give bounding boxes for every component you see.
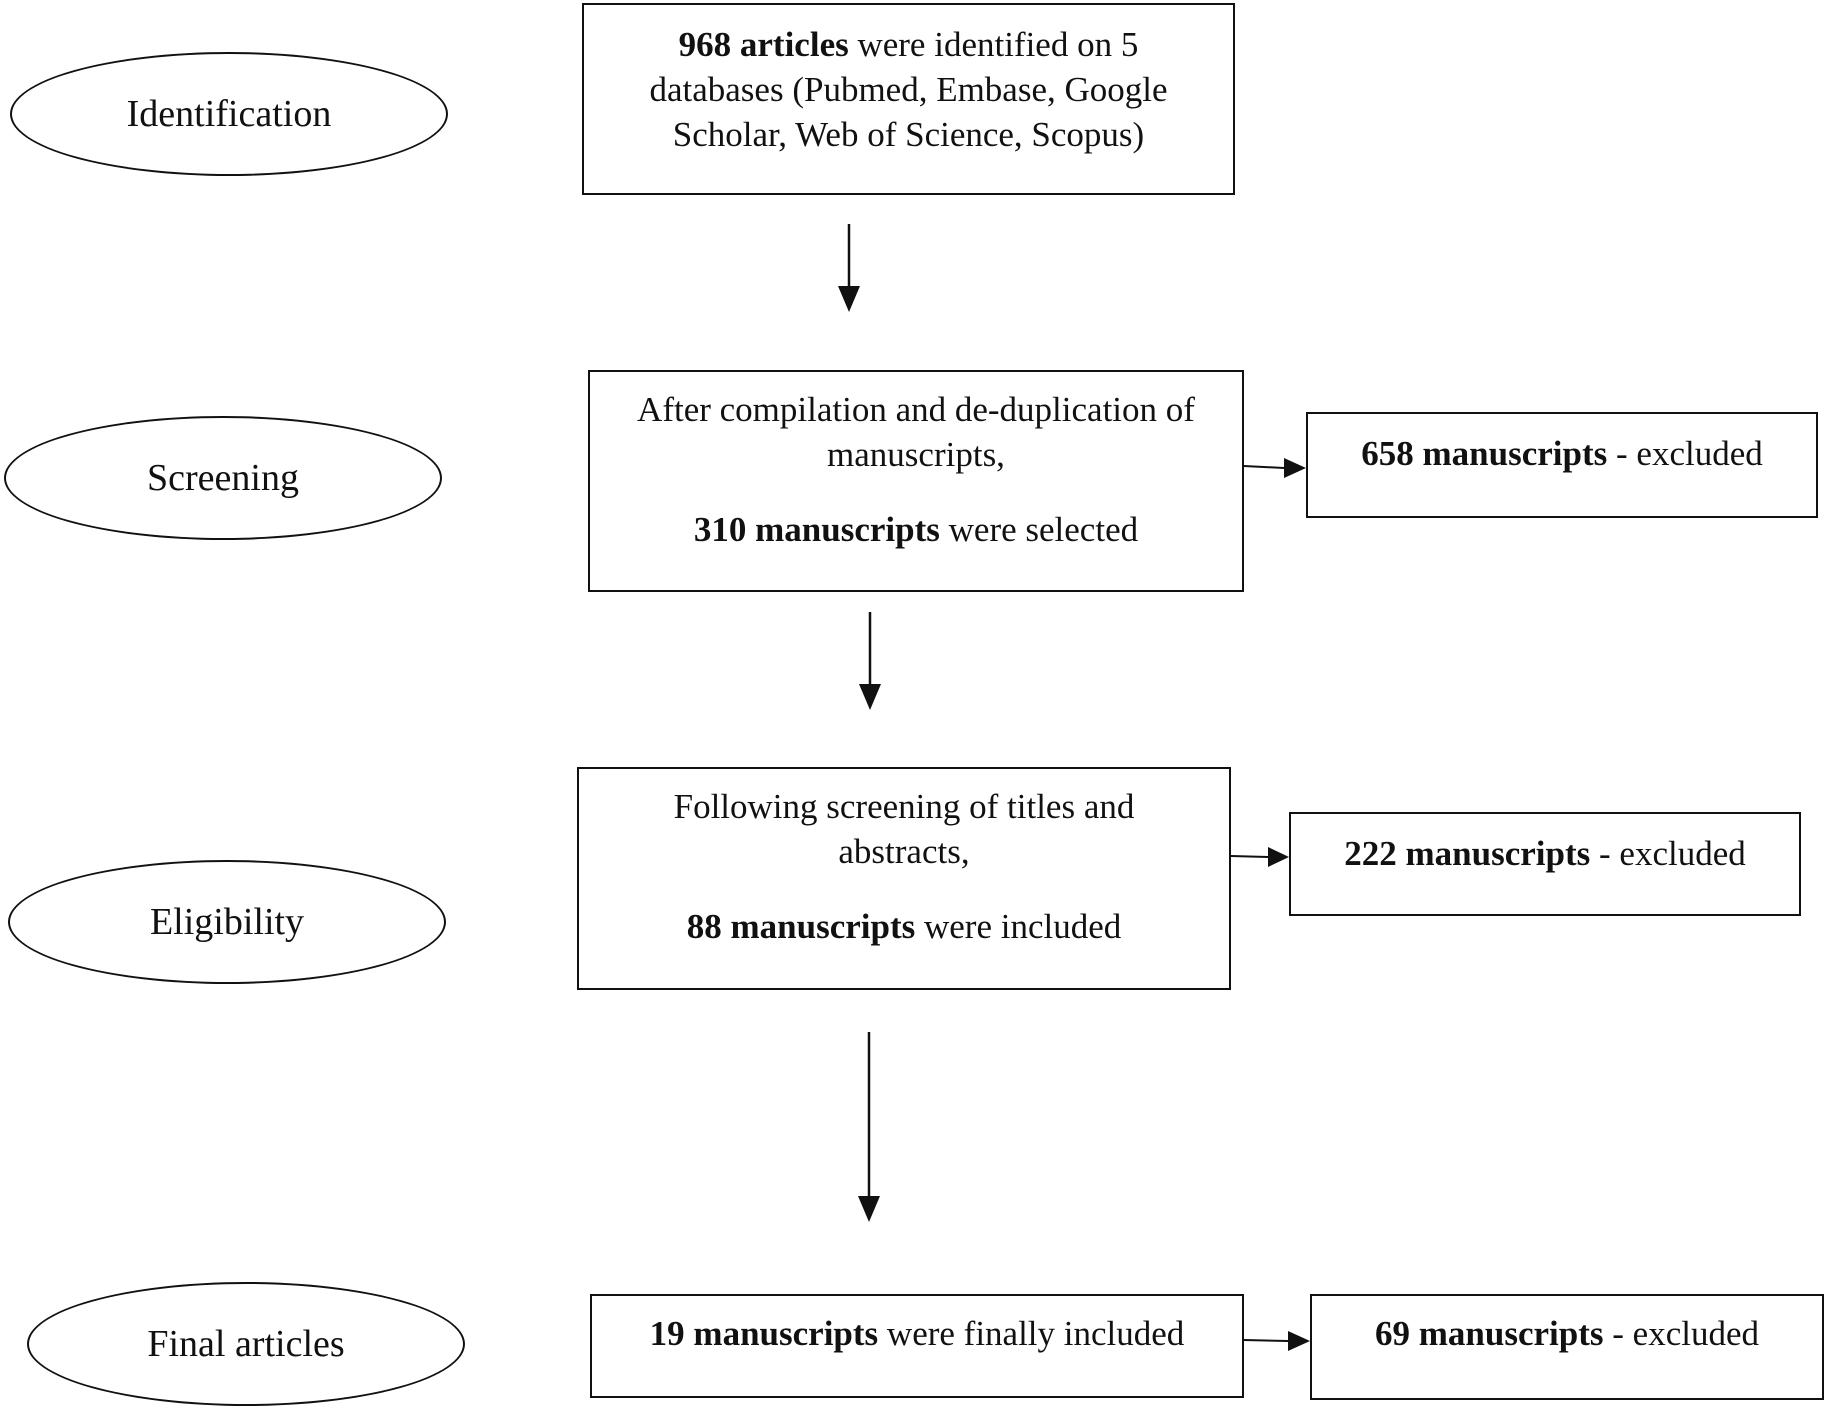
final-excluded-text: 69 manuscripts - excluded xyxy=(1312,1311,1822,1356)
stage-eligibility-label: Eligibility xyxy=(149,901,305,943)
final-count: 19 manuscripts xyxy=(649,1314,879,1353)
final-box: 19 manuscripts were finally included xyxy=(590,1294,1244,1398)
arrow-screening-to-eligibility xyxy=(859,612,881,710)
eligibility-line-1: Following screening of titles and xyxy=(673,787,1135,826)
stage-eligibility: Eligibility xyxy=(8,860,446,984)
eligibility-excluded-box: 222 manuscripts - excluded xyxy=(1289,812,1801,916)
final-excluded-count: 69 manuscripts xyxy=(1375,1314,1604,1353)
screening-line-3-rest: were selected xyxy=(939,510,1139,549)
eligibility-line-2: abstracts, xyxy=(838,832,970,871)
arrow-screening-to-excluded xyxy=(1243,458,1306,478)
stage-final-label: Final articles xyxy=(147,1323,345,1365)
screening-line-2: manuscripts, xyxy=(827,435,1005,474)
final-text: 19 manuscripts were finally included xyxy=(592,1311,1242,1356)
screening-excluded-rest: - excluded xyxy=(1607,434,1763,473)
arrow-eligibility-to-final xyxy=(858,1032,880,1222)
eligibility-box: Following screening of titles and abstra… xyxy=(577,767,1231,990)
screening-excluded-box: 658 manuscripts - excluded xyxy=(1306,412,1818,518)
stage-identification-label: Identification xyxy=(126,93,332,135)
identification-count: 968 articles xyxy=(678,25,849,64)
identification-line-1: 968 articles were identified on 5 xyxy=(584,22,1233,67)
stage-screening: Screening xyxy=(4,416,442,540)
stage-identification: Identification xyxy=(10,52,448,176)
identification-box: 968 articles were identified on 5 databa… xyxy=(582,3,1235,195)
final-excluded-rest: - excluded xyxy=(1603,1314,1759,1353)
screening-count: 310 manuscripts xyxy=(693,510,940,549)
eligibility-count: 88 manuscripts xyxy=(686,907,916,946)
eligibility-line-3-rest: were included xyxy=(915,907,1122,946)
arrow-final-to-excluded xyxy=(1243,1331,1310,1351)
final-excluded-box: 69 manuscripts - excluded xyxy=(1310,1294,1824,1400)
eligibility-excluded-rest: - excluded xyxy=(1590,834,1746,873)
final-rest: were finally included xyxy=(878,1314,1185,1353)
eligibility-excluded-text: 222 manuscripts - excluded xyxy=(1291,831,1799,876)
screening-line-1: After compilation and de-duplication of xyxy=(637,390,1195,429)
stage-final: Final articles xyxy=(27,1282,465,1406)
stage-screening-label: Screening xyxy=(147,457,299,499)
identification-line-3: Scholar, Web of Science, Scopus) xyxy=(672,115,1145,154)
screening-excluded-text: 658 manuscripts - excluded xyxy=(1308,431,1816,476)
identification-line-2: databases (Pubmed, Embase, Google xyxy=(649,70,1168,109)
screening-box: After compilation and de-duplication of … xyxy=(588,370,1244,592)
eligibility-line-3: 88 manuscripts were included xyxy=(579,904,1229,949)
identification-line-1-rest: were identified on 5 xyxy=(848,25,1139,64)
arrow-identification-to-screening xyxy=(838,224,860,312)
screening-excluded-count: 658 manuscripts xyxy=(1361,434,1608,473)
arrow-eligibility-to-excluded xyxy=(1230,847,1289,867)
eligibility-excluded-count: 222 manuscripts xyxy=(1344,834,1591,873)
screening-line-3: 310 manuscripts were selected xyxy=(590,507,1242,552)
